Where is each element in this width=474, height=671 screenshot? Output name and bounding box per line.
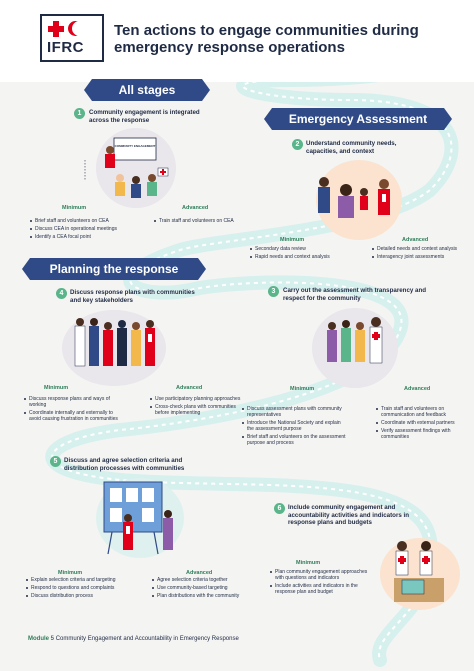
step-4-illustration — [74, 318, 155, 367]
list-item: Coordinate internally and externally to … — [24, 410, 124, 422]
step-2-title: Understand community needs, capacities, … — [306, 140, 397, 155]
step-1-advanced-list: Train staff and volunteers on CEA — [154, 218, 264, 226]
step-4-minimum-label: Minimum — [44, 385, 69, 391]
list-item: Include activities and indicators in the… — [270, 583, 376, 595]
list-item: Rapid needs and context analysis — [250, 254, 350, 260]
list-item: Secondary data review — [250, 246, 350, 252]
step-5-number: 5 — [50, 456, 61, 467]
footer: Module 5 Community Engagement and Accoun… — [28, 636, 239, 642]
step-2-illustration — [318, 177, 390, 218]
step-4-advanced-list: Use participatory planning approaches Cr… — [150, 396, 246, 418]
step-2-advanced-label: Advanced — [402, 237, 429, 243]
list-item: Cross-check plans with communities befor… — [150, 404, 246, 416]
list-item: Agree selection criteria together — [152, 577, 252, 583]
step-3-illustration — [327, 317, 383, 364]
list-item: Detailed needs and context analysis — [372, 246, 462, 252]
list-item: Interagency joint assessments — [372, 254, 462, 260]
page-title: Ten actions to engage communities during… — [114, 22, 419, 56]
list-item: Identify a CEA focal point — [30, 234, 130, 240]
banner-emergency-assessment: Emergency Assessment — [264, 108, 452, 130]
list-item: Use community-based targeting — [152, 585, 252, 591]
step-5-title: Discuss and agree selection criteria and… — [64, 457, 185, 472]
banner-planning-response: Planning the response — [22, 258, 206, 280]
list-item: Plan community engagement approaches wit… — [270, 569, 376, 581]
step-3-advanced-label: Advanced — [404, 386, 431, 392]
step-2-minimum-label: Minimum — [280, 237, 305, 243]
list-item: Discuss distribution process — [26, 593, 130, 599]
step-3-title: Carry out the assessment with transparen… — [283, 287, 427, 302]
list-item: Discuss assessment plans with community … — [242, 406, 348, 418]
step-4-title: Discuss response plans with communities … — [70, 289, 195, 304]
list-item: Introduce the National Society and expla… — [242, 420, 348, 432]
list-item: Discuss response plans and ways of worki… — [24, 396, 124, 408]
step-3-number: 3 — [268, 286, 279, 297]
step-4-number: 4 — [56, 288, 67, 299]
list-item: Train staff and volunteers on communicat… — [376, 406, 466, 418]
red-crescent-icon — [72, 21, 87, 36]
step-1-illustration: COMMUNITY ENGAGEMENT — [105, 137, 169, 198]
step-4-minimum-list: Discuss response plans and ways of worki… — [24, 396, 124, 424]
step-5-minimum-label: Minimum — [58, 570, 83, 576]
step-1-advanced-label: Advanced — [182, 205, 209, 211]
step-1-title: Community engagement is integrated acros… — [89, 109, 200, 124]
list-item: Coordinate with external partners — [376, 420, 466, 426]
step-5-minimum-list: Explain selection criteria and targeting… — [26, 577, 130, 601]
ifrc-logo: IFRC — [40, 14, 104, 62]
step-1-minimum-list: Brief staff and volunteers on CEA Discus… — [30, 218, 130, 242]
step-2-advanced-list: Detailed needs and context analysis Inte… — [372, 246, 462, 262]
footer-text: Community Engagement and Accountability … — [55, 636, 239, 642]
list-item: Verify assessment findings with communit… — [376, 428, 466, 440]
list-item: Plan distributions with the community — [152, 593, 252, 599]
step-6-minimum-list: Plan community engagement approaches wit… — [270, 569, 376, 597]
step-3-advanced-list: Train staff and volunteers on communicat… — [376, 406, 466, 442]
step-3-minimum-label: Minimum — [290, 386, 315, 392]
step-6-title: Include community engagement and account… — [288, 504, 410, 526]
list-item: Explain selection criteria and targeting — [26, 577, 130, 583]
list-item: Discuss CEA in operational meetings — [30, 226, 130, 232]
footer-module: Module 5 — [28, 636, 55, 642]
step-5-advanced-list: Agree selection criteria together Use co… — [152, 577, 252, 601]
list-item: Brief staff and volunteers on CEA — [30, 218, 130, 224]
list-item: Use participatory planning approaches — [150, 396, 246, 402]
board-text: COMMUNITY ENGAGEMENT — [115, 144, 156, 148]
list-item: Respond to questions and complaints — [26, 585, 130, 591]
step-6-illustration — [394, 541, 444, 602]
list-item: Brief staff and volunteers on the assess… — [242, 434, 348, 446]
step-4-advanced-label: Advanced — [176, 385, 203, 391]
step-5-illustration — [103, 481, 173, 555]
step-3-minimum-list: Discuss assessment plans with community … — [242, 406, 348, 448]
banner-all-stages: All stages — [84, 79, 210, 101]
red-cross-icon — [48, 21, 64, 37]
step-6-minimum-label: Minimum — [296, 560, 321, 566]
step-6-number: 6 — [274, 503, 285, 514]
step-5-advanced-label: Advanced — [186, 570, 213, 576]
step-2-minimum-list: Secondary data review Rapid needs and co… — [250, 246, 350, 262]
step-2-number: 2 — [292, 139, 303, 150]
step-1-number: 1 — [74, 108, 85, 119]
list-item: Train staff and volunteers on CEA — [154, 218, 264, 224]
step-1-minimum-label: Minimum — [62, 205, 87, 211]
logo-text: IFRC — [47, 39, 84, 56]
